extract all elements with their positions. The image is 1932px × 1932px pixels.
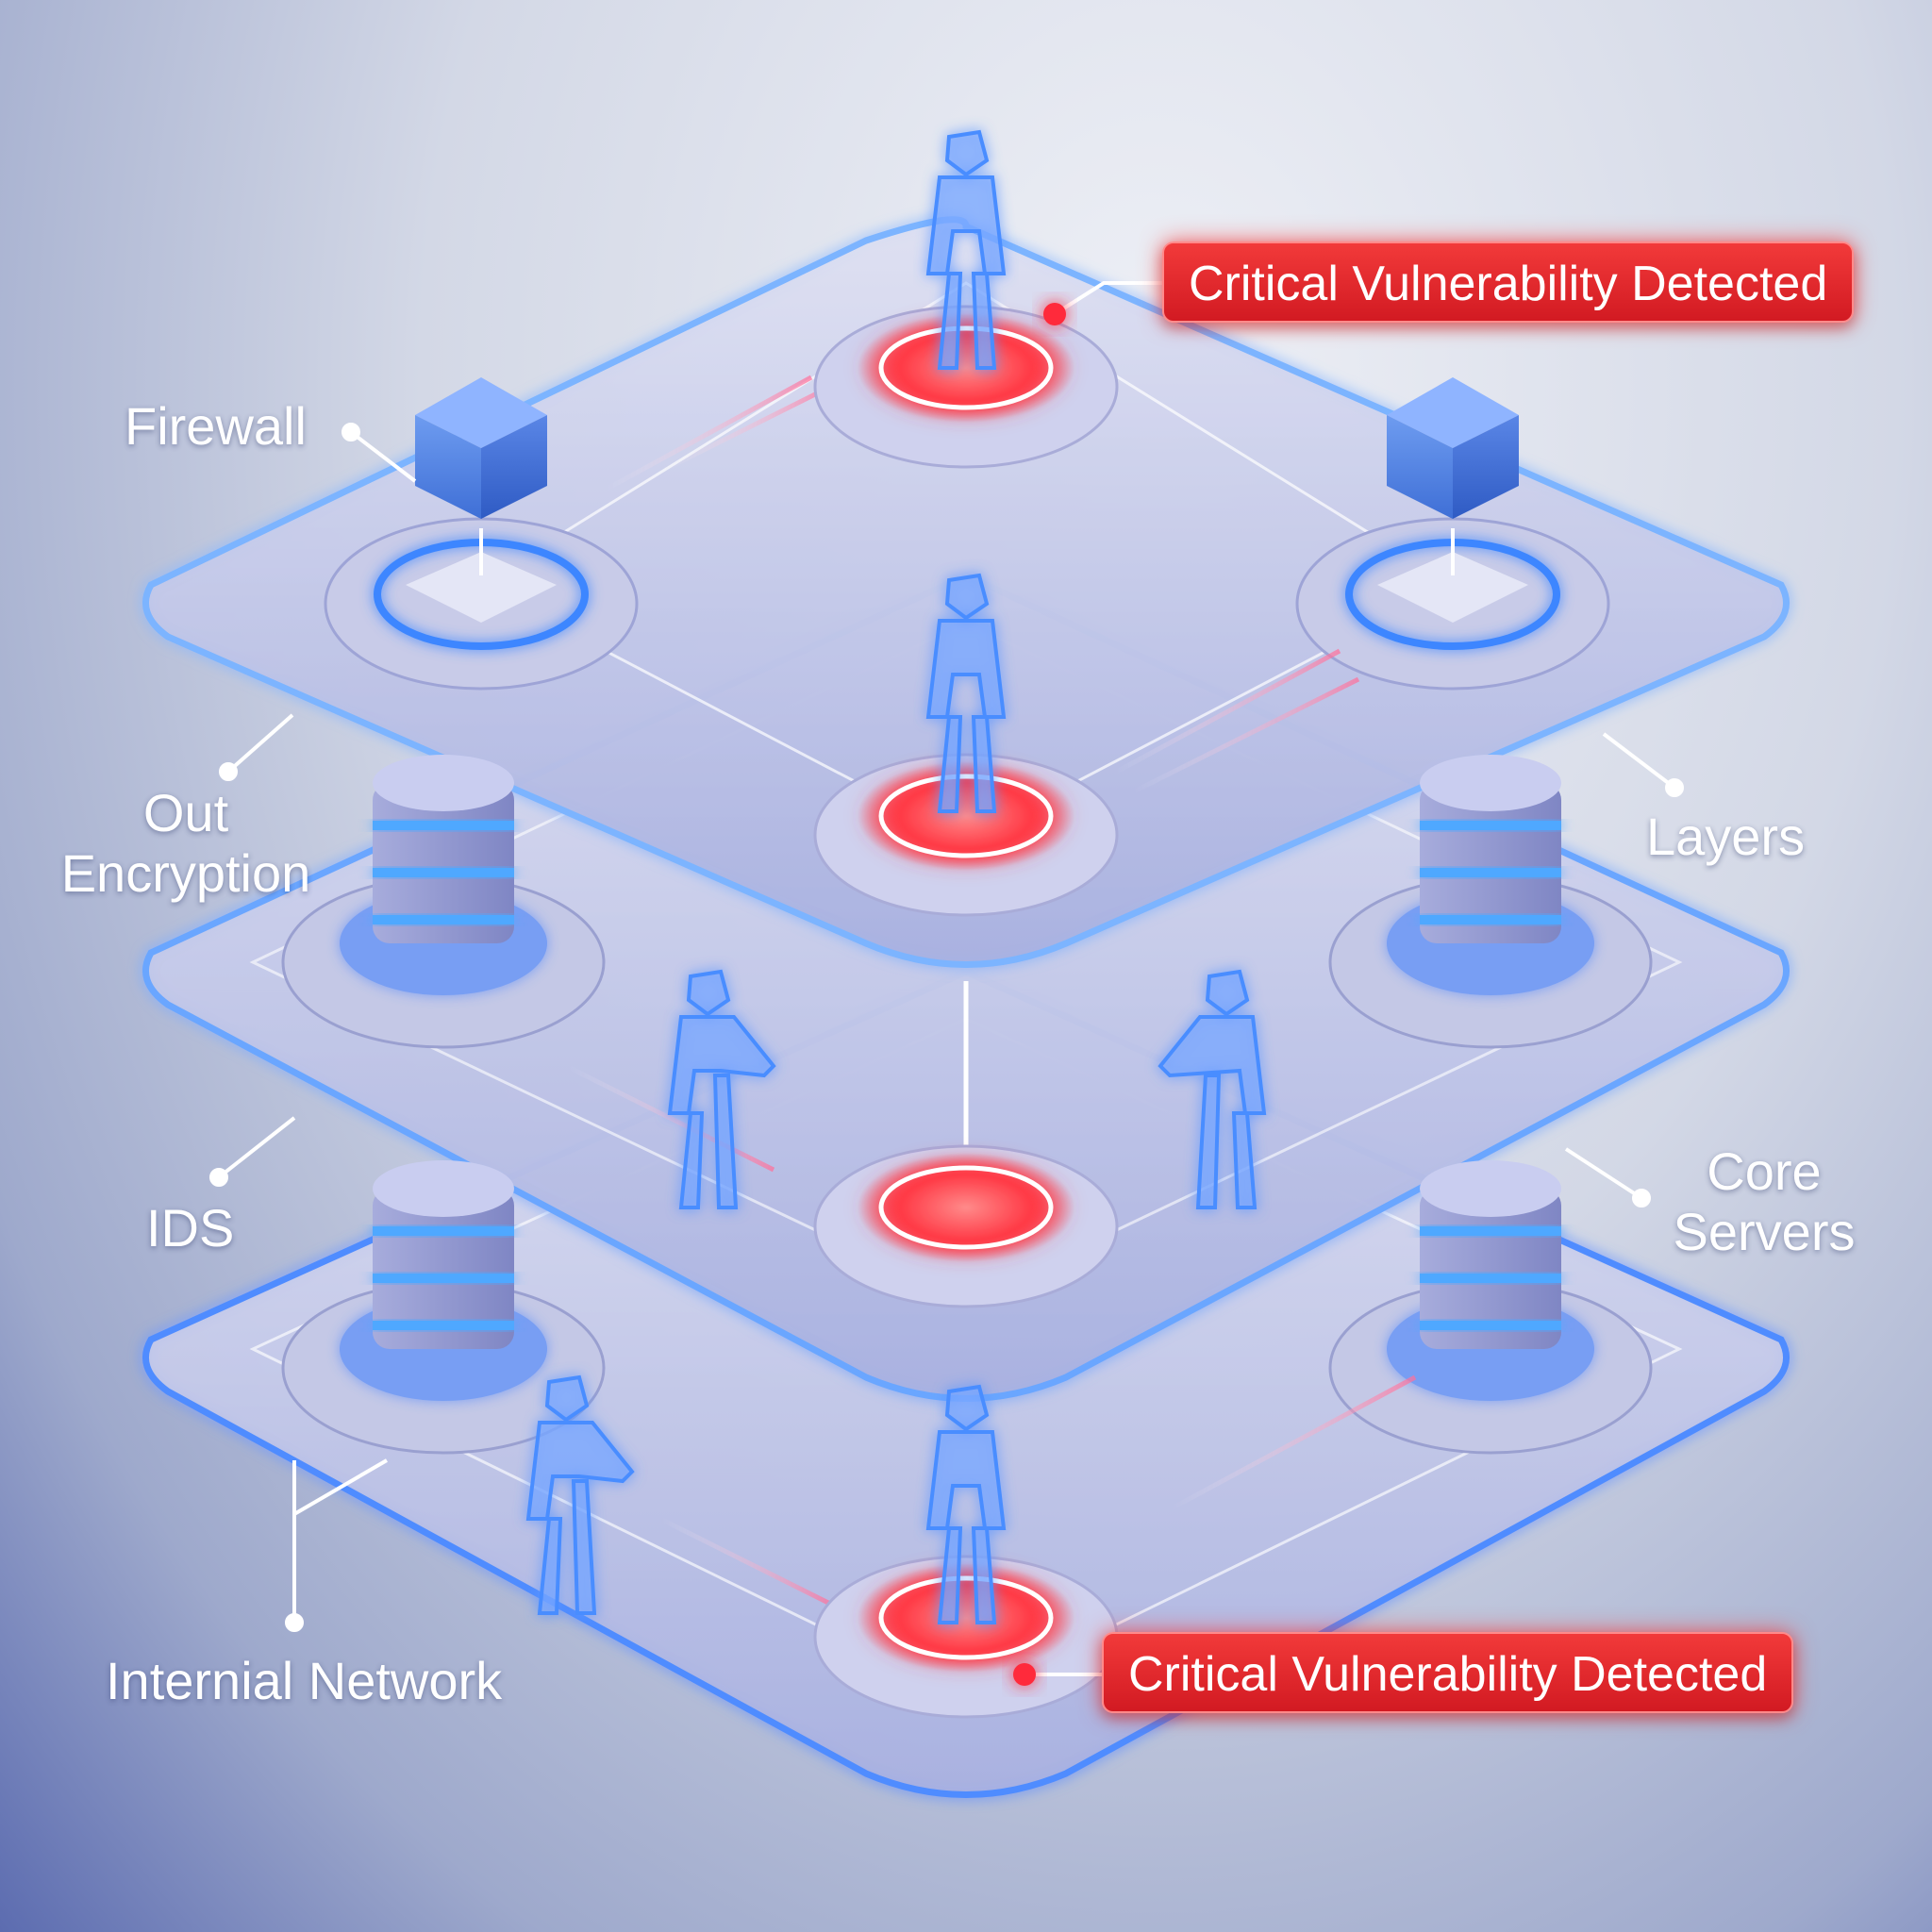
core-servers-label: Core Servers — [1646, 1141, 1882, 1262]
alert-pad-bottom — [813, 1555, 1119, 1719]
server-right-middle — [1328, 755, 1653, 1049]
internal-network-label: Internial Network — [106, 1651, 503, 1710]
server-right-bottom — [1328, 1160, 1653, 1455]
out-encryption-label-line2: Encryption — [60, 843, 311, 903]
core-servers-label-line2: Servers — [1673, 1202, 1856, 1261]
figure-middle-left — [667, 969, 776, 1209]
ids-label: IDS — [146, 1198, 235, 1257]
server-left-middle — [281, 755, 606, 1049]
server-left-bottom — [281, 1160, 606, 1455]
figure-bottom-left — [525, 1374, 635, 1615]
figure-middle-right — [1158, 969, 1267, 1209]
layers-label: Layers — [1646, 807, 1806, 866]
out-encryption-label: Out Encryption — [49, 783, 323, 904]
alert-pad-middle — [813, 1144, 1119, 1308]
figure-top — [925, 129, 1007, 370]
firewall-cube-left — [324, 377, 639, 691]
figure-upper-center — [925, 573, 1007, 813]
out-encryption-label-line1: Out — [142, 783, 229, 842]
data-streaks — [564, 375, 1417, 1607]
firewall-cube-right — [1295, 377, 1610, 691]
alert-pad-top — [813, 305, 1119, 469]
alert-badge-bottom: Critical Vulnerability Detected — [1102, 1632, 1794, 1713]
alert-pad-upper-center — [813, 753, 1119, 917]
firewall-label: Firewall — [125, 396, 307, 456]
alert-badge-top: Critical Vulnerability Detected — [1162, 242, 1855, 323]
callout-lines — [209, 281, 1684, 1676]
alert-dot-bottom — [1013, 1663, 1036, 1686]
figure-bottom-center — [925, 1384, 1007, 1624]
core-servers-label-line1: Core — [1707, 1141, 1822, 1201]
alert-dot-top — [1043, 303, 1066, 325]
